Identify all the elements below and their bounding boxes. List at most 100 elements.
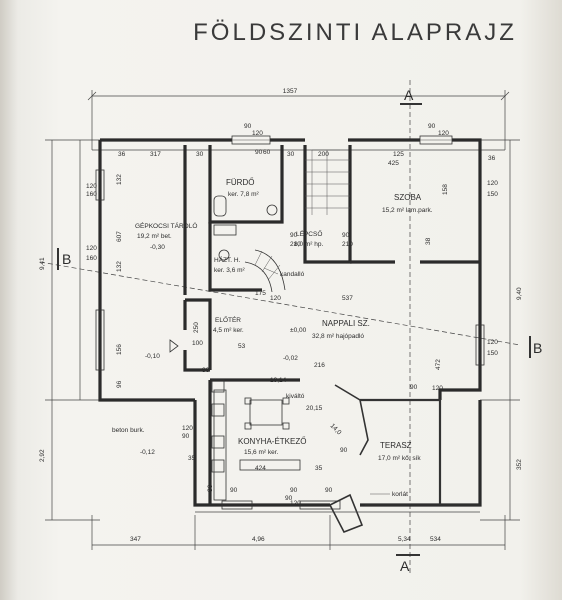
dim-inner-1: 472 [435, 359, 442, 370]
room-gepkocsi-sub: 19,2 m² bet. [137, 233, 172, 240]
room-eloter-sub: 4,5 m² ker. [213, 327, 244, 334]
dim-inner-32: 90 [230, 487, 238, 494]
dim-right-1: 150 [487, 191, 498, 198]
room-lepcso-sub: 8,0 m² hp. [294, 241, 323, 248]
dim-inner-30: 90 [285, 495, 293, 502]
room-furdo: FÜRDŐ ker. 7,8 m² [226, 178, 260, 198]
dim-inner-3: 14,0 [329, 422, 343, 436]
dim-inner-9: 125 [393, 151, 404, 158]
room-szoba-name: SZOBA [394, 193, 422, 202]
bathroom-fixtures [213, 195, 278, 261]
dim-top-9: 120 [438, 130, 449, 137]
dim-inner-25: 35 [188, 455, 196, 462]
building-walls [98, 138, 482, 507]
dim-top-0: 36 [118, 151, 126, 158]
room-lepcso: LÉPCSŐ 8,0 m² hp. [294, 229, 323, 248]
dim-inner-5: 210 [290, 241, 301, 248]
room-haztart-name: HÁZT. H. [214, 255, 241, 264]
note-level-000: ±0,00 [290, 327, 307, 334]
section-a-top: A [400, 80, 422, 575]
room-nappali-name: NAPPALI SZ. [322, 319, 370, 328]
staircase [305, 149, 350, 215]
dim-inner-13: 120 [432, 385, 443, 392]
dim-inner-0: 537 [342, 295, 353, 302]
right-dimension-chain: 9,40 120 150 120 150 158 352 [442, 139, 523, 521]
dim-inner-17: 100 [192, 340, 203, 347]
dim-inner-10: 90 [255, 149, 263, 156]
room-gepkocsi: GÉPKOCSI TÁROLÓ 19,2 m² bet. -0,30 [135, 221, 197, 251]
dim-left-total: 9,41 [39, 257, 46, 270]
dim-right-5: 352 [516, 459, 523, 470]
dim-left-5: 607 [116, 231, 123, 242]
room-nappali-sub: 32,8 m² hajópadló [312, 333, 364, 340]
dim-inner-23: 90 [182, 433, 190, 440]
room-konyha-name: KONYHA-ÉTKEZŐ [238, 437, 306, 446]
section-a-top-label: A [404, 87, 414, 103]
dim-left-1: 160 [86, 191, 97, 198]
section-b-right: B [529, 336, 542, 358]
dim-left-3: 160 [86, 255, 97, 262]
dim-inner-8: 38 [425, 237, 432, 245]
dim-left-8: 96 [116, 380, 123, 388]
dim-left-b: 2,92 [39, 449, 46, 462]
note-level-010: -0,10 [145, 353, 160, 360]
kitchen-fixtures [211, 379, 301, 501]
room-szoba-sub: 15,2 m² lam.park. [382, 207, 433, 214]
dim-inner-31: 120 [290, 500, 301, 507]
dim-inner-29: 36 [207, 484, 214, 492]
note-kivalto: kiváltó [286, 393, 305, 400]
section-a-bottom-label: A [400, 558, 410, 574]
dim-inner-26: 424 [255, 465, 266, 472]
dim-left-2: 120 [86, 245, 97, 252]
dim-right-3: 150 [487, 350, 498, 357]
dim-top-1: 317 [150, 151, 161, 158]
dim-inner-18: 53 [238, 343, 246, 350]
dim-top-2: 30 [196, 151, 204, 158]
room-szoba: SZOBA 15,2 m² lam.park. [382, 193, 433, 214]
dim-inner-19: 36 [202, 367, 210, 374]
room-terasz-sub: 17,0 m² kő. sík [378, 455, 421, 462]
room-furdo-sub: ker. 7,8 m² [228, 191, 260, 198]
room-nappali: NAPPALI SZ. 32,8 m² hajópadló [312, 319, 370, 340]
dim-top-7: 425 [388, 160, 399, 167]
room-eloter: ELŐTÉR 4,5 m² ker. [213, 315, 244, 334]
dim-top-3: 90 [244, 123, 252, 130]
room-haztart-sub: ker. 3,6 m² [214, 267, 246, 274]
level-marker [169, 339, 179, 353]
dim-right-0: 120 [487, 180, 498, 187]
dim-inner-15: 120 [270, 295, 281, 302]
dim-top-5: 30 [287, 151, 295, 158]
dim-top-10: 36 [488, 155, 496, 162]
dim-inner-14: 175 [255, 290, 266, 297]
dim-inner-28: 35 [315, 465, 323, 472]
room-gepkocsi-level: -0,30 [150, 244, 165, 251]
dim-inner-20: 19,14 [270, 377, 287, 384]
note-level-002: -0,02 [283, 355, 298, 362]
top-dimension-chain: 1357 36 317 30 90 120 30 200 425 90 120 … [87, 88, 510, 167]
dim-left-7: 156 [116, 344, 123, 355]
dim-left-6: 132 [116, 261, 123, 272]
terrace-angle [329, 384, 369, 534]
dim-inner-22: 120 [182, 425, 193, 432]
dim-bottom-0: 347 [130, 536, 141, 543]
dim-right-4: 158 [442, 184, 449, 195]
dim-bottom-1: 4,96 [252, 536, 265, 543]
note-korlat: korlát [392, 491, 408, 498]
left-dimension-chain: 9,41 2,92 120 160 120 160 132 607 132 15… [39, 139, 123, 521]
room-eloter-name: ELŐTÉR [215, 315, 241, 324]
dim-inner-27: 90 [290, 487, 298, 494]
room-konyha: KONYHA-ÉTKEZŐ 15,6 m² ker. [238, 437, 306, 456]
dim-right-total: 9,40 [516, 287, 523, 300]
note-kandallo: kandalló [280, 271, 305, 278]
windows [95, 135, 485, 510]
note-level-012: -0,12 [140, 449, 155, 456]
room-haztart: HÁZT. H. ker. 3,6 m² [214, 255, 246, 274]
dim-inner-2: 216 [314, 362, 325, 369]
dim-top-4: 120 [252, 130, 263, 137]
section-b-right-label: B [533, 340, 542, 356]
dim-inner-11: 60 [263, 149, 271, 156]
section-a-bottom: A [396, 554, 420, 574]
dim-bottom-total: 534 [430, 536, 441, 543]
